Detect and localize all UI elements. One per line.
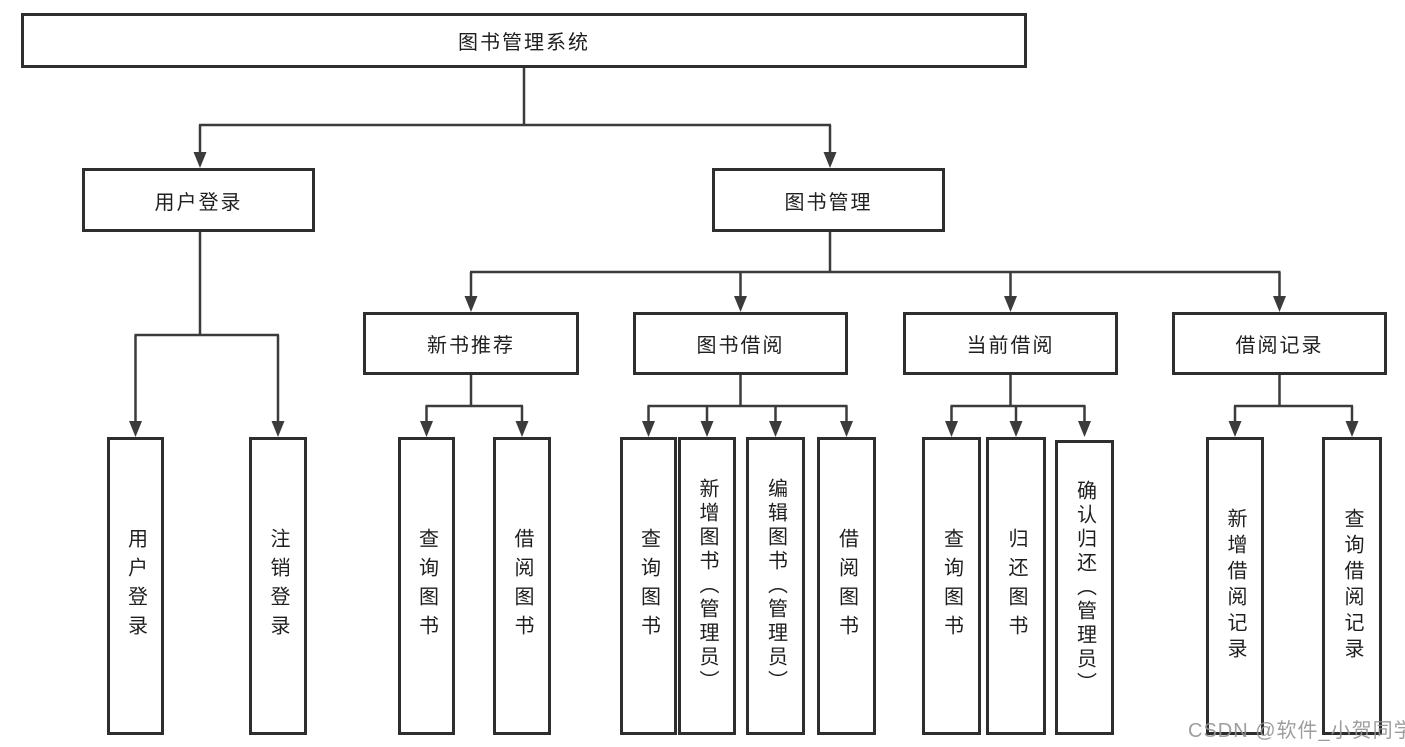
- leaf-logout-label: 注销登录: [267, 528, 289, 644]
- leaf-borrow-books-2: 借阅图书: [817, 437, 876, 735]
- leaf-query-books-1-label: 查询图书: [415, 528, 438, 644]
- leaf-borrow-books-1: 借阅图书: [493, 437, 551, 735]
- leaf-query-books-2: 查询图书: [620, 437, 677, 735]
- leaf-query-books-2-label: 查询图书: [637, 528, 660, 644]
- leaf-borrow-books-1-label: 借阅图书: [511, 528, 533, 644]
- leaf-borrow-books-2-label: 借阅图书: [835, 528, 858, 644]
- arrowhead-icons: [129, 152, 1359, 437]
- leaf-query-borrow-record-label: 查询借阅记录: [1341, 508, 1363, 664]
- leaf-query-borrow-record: 查询借阅记录: [1322, 437, 1382, 735]
- leaf-add-borrow-record: 新增借阅记录: [1206, 437, 1264, 735]
- leaf-add-borrow-record-label: 新增借阅记录: [1224, 508, 1246, 664]
- node-book-management: 图书管理: [712, 168, 945, 232]
- leaf-confirm-return-admin-label: 确认归还（管理员）: [1073, 479, 1096, 696]
- node-book-management-label: 图书管理: [784, 191, 873, 214]
- node-user-login-label: 用户登录: [154, 191, 243, 214]
- node-borrow-records-label: 借阅记录: [1235, 335, 1324, 357]
- leaf-return-books: 归还图书: [986, 437, 1046, 735]
- node-root: 图书管理系统: [21, 13, 1027, 68]
- node-user-login: 用户登录: [82, 168, 315, 232]
- node-new-book-recommend: 新书推荐: [363, 312, 579, 375]
- leaf-edit-book-admin-label: 编辑图书（管理员）: [764, 478, 787, 694]
- node-current-borrow-label: 当前借阅: [966, 335, 1055, 357]
- leaf-confirm-return-admin: 确认归还（管理员）: [1055, 440, 1114, 735]
- leaf-add-book-admin-label: 新增图书（管理员）: [696, 478, 718, 694]
- watermark: CSDN @软件_小贺同学: [1188, 720, 1405, 742]
- leaf-user-login: 用户登录: [107, 437, 164, 735]
- leaf-add-book-admin: 新增图书（管理员）: [678, 437, 736, 735]
- leaf-return-books-label: 归还图书: [1005, 528, 1027, 644]
- leaf-edit-book-admin: 编辑图书（管理员）: [746, 437, 805, 735]
- node-new-book-recommend-label: 新书推荐: [427, 335, 515, 357]
- node-current-borrow: 当前借阅: [903, 312, 1118, 375]
- leaf-query-books-3-label: 查询图书: [940, 528, 963, 644]
- leaf-query-books-1: 查询图书: [398, 437, 455, 735]
- node-borrow-records: 借阅记录: [1172, 312, 1387, 375]
- node-book-borrow-label: 图书借阅: [696, 335, 785, 357]
- leaf-logout: 注销登录: [249, 437, 307, 735]
- node-book-borrow: 图书借阅: [633, 312, 848, 375]
- node-root-label: 图书管理系统: [458, 32, 590, 54]
- leaf-user-login-label: 用户登录: [124, 528, 147, 644]
- leaf-query-books-3: 查询图书: [922, 437, 981, 735]
